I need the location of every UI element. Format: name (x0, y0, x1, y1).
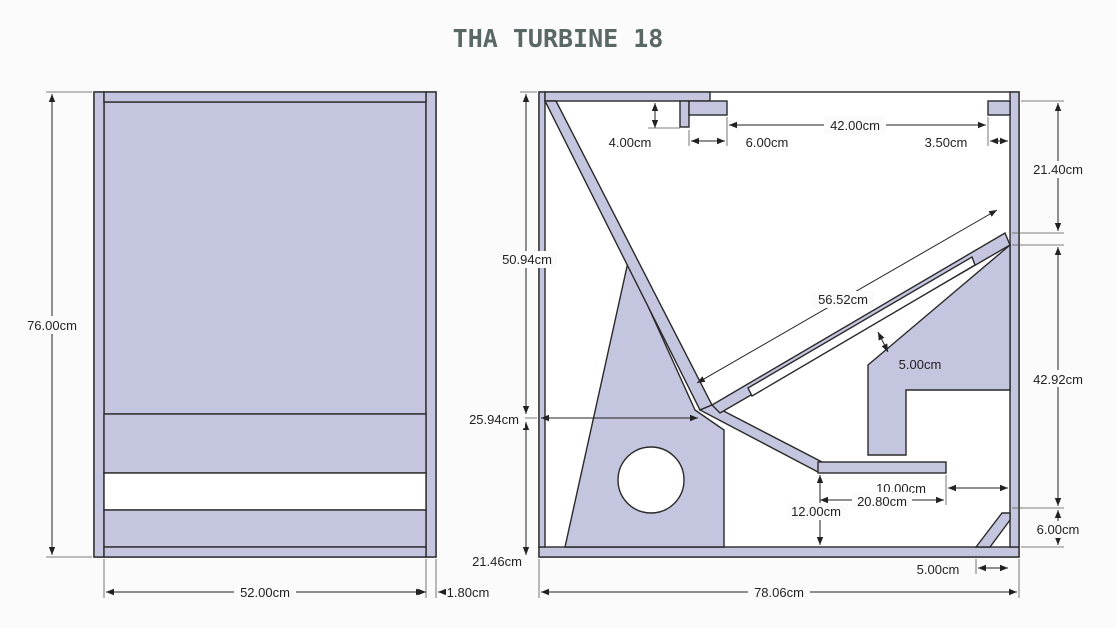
side-bottom-board (538, 546, 1020, 558)
left-bottom-label: 21.46cm (472, 554, 522, 569)
right-bottom-label: 6.00cm (1037, 522, 1080, 537)
shelf-offset-label: 20.80cm (857, 494, 907, 509)
total-width-label: 78.06cm (754, 585, 804, 600)
shelf-board (817, 461, 947, 474)
right-lower-label: 42.92cm (1033, 372, 1083, 387)
front-thickness-label: 1.80cm (447, 585, 490, 600)
top-right-block (987, 100, 1011, 116)
front-view: 76.00cm 52.00cm 1.80cm (20, 91, 490, 601)
side-right-board (1009, 91, 1020, 548)
front-base-board (103, 509, 427, 548)
front-top-board (103, 91, 427, 103)
bottom-block-label: 5.00cm (917, 562, 960, 577)
shelf-height-label: 12.00cm (791, 504, 841, 519)
front-width-label: 52.00cm (240, 585, 290, 600)
top-gap-label: 4.00cm (609, 135, 652, 150)
right-upper-label: 21.40cm (1033, 162, 1083, 177)
left-mid-label: 25.94cm (469, 412, 519, 427)
bottom-right-slant (974, 512, 1011, 548)
side-view: 50.94cm 25.94cm 21.46cm 4.00cm 6.00cm 42… (463, 91, 1088, 601)
diagonal-thickness-label: 5.00cm (899, 357, 942, 372)
port-hole (617, 446, 685, 514)
front-lower-board (103, 413, 427, 474)
front-height-label: 76.00cm (27, 318, 77, 333)
front-panel-main (103, 101, 427, 415)
front-port-opening (103, 472, 427, 511)
top-right-block-label: 3.50cm (925, 135, 968, 150)
diagonal-label: 56.52cm (818, 292, 868, 307)
diagram-title: THA TURBINE 18 (453, 24, 664, 53)
side-top-board (544, 91, 711, 102)
front-right-side (425, 91, 437, 558)
top-block-label: 6.00cm (746, 135, 789, 150)
front-left-side (93, 91, 105, 558)
top-block-left (679, 100, 690, 128)
side-left-board (538, 91, 546, 548)
top-opening-label: 42.00cm (830, 118, 880, 133)
top-block (688, 100, 728, 116)
left-upper-label: 50.94cm (502, 252, 552, 267)
front-bottom-board (103, 546, 427, 558)
